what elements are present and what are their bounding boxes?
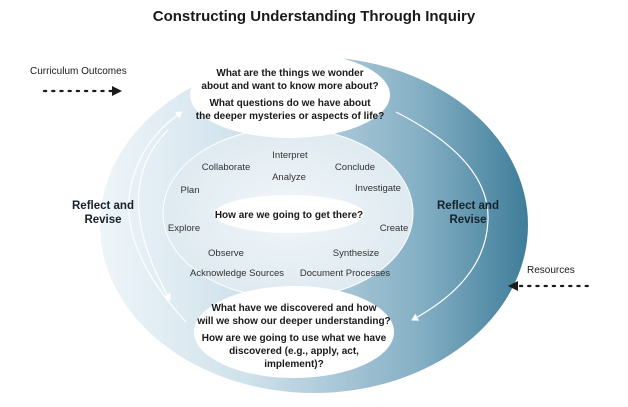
center-question-bubble <box>214 195 364 233</box>
top-question-line-4: the deeper mysteries or aspects of life? <box>196 111 384 122</box>
reflect-right-line-1: Reflect and <box>437 200 499 212</box>
center-question: How are we going to get there? <box>215 210 363 221</box>
process-investigate: Investigate <box>355 183 401 194</box>
process-analyze: Analyze <box>272 172 306 183</box>
resources-arrow-head <box>508 281 518 291</box>
right-cycle-arrow-main <box>395 111 489 321</box>
process-synthesize: Synthesize <box>333 248 379 259</box>
diagram-title: Constructing Understanding Through Inqui… <box>153 8 476 25</box>
resources-label: Resources <box>527 265 575 276</box>
process-create: Create <box>380 223 409 234</box>
top-question-bubble <box>190 52 390 138</box>
process-conclude: Conclude <box>335 162 375 173</box>
bottom-question-line-4: discovered (e.g., apply, act, <box>229 346 359 357</box>
process-collaborate: Collaborate <box>202 162 251 173</box>
top-question-line-1: What are the things we wonder <box>216 68 363 79</box>
process-plan: Plan <box>180 185 199 196</box>
process-acknowledge-sources: Acknowledge Sources <box>190 268 284 279</box>
left-cycle-arrow <box>137 129 171 301</box>
process-explore: Explore <box>168 223 200 234</box>
bottom-question-line-1: What have we discovered and how <box>211 303 376 314</box>
reflect-left-line-1: Reflect and <box>72 200 134 212</box>
bottom-question-line-5: implement)? <box>264 359 323 370</box>
process-interpret: Interpret <box>272 150 308 161</box>
bottom-question-line-2: will we show our deeper understanding? <box>196 316 390 327</box>
bottom-question-line-3: How are we going to use what we have <box>202 333 387 344</box>
top-question-line-2: about and want to know more about? <box>201 81 378 92</box>
top-question-line-3: What questions do we have about <box>209 98 371 109</box>
process-document-processes: Document Processes <box>300 268 391 279</box>
bottom-question-bubble <box>194 286 394 378</box>
curriculum-outcomes-arrow-head <box>112 86 122 96</box>
curriculum-outcomes-label: Curriculum Outcomes <box>30 66 127 77</box>
reflect-right-line-2: Revise <box>449 214 486 226</box>
process-observe: Observe <box>208 248 244 259</box>
reflect-left-line-2: Revise <box>84 214 121 226</box>
left-cycle-arrow-main <box>128 111 187 323</box>
